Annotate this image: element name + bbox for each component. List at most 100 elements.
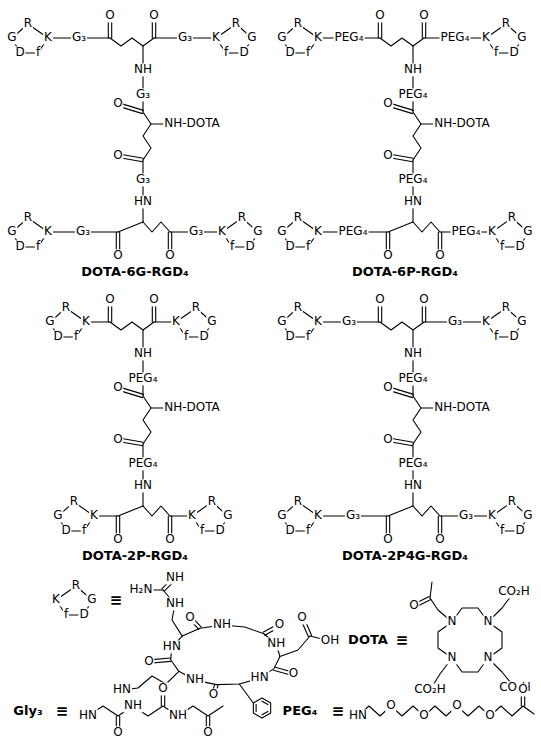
residue-letter: K: [43, 225, 53, 238]
linker-label: G₃: [345, 509, 361, 522]
residue-letter: G: [86, 593, 97, 606]
residue-letter: R: [23, 17, 33, 30]
residue-letter: K: [89, 509, 99, 522]
atom-label: O: [296, 611, 307, 624]
residue-letter: R: [231, 17, 241, 30]
linker-label: G₃: [177, 31, 193, 44]
residue-letter: G: [276, 509, 287, 522]
atom-label: NH: [266, 638, 286, 651]
atom-label: O: [434, 533, 445, 546]
residue-letter: K: [81, 315, 91, 328]
residue-letter: D: [238, 46, 249, 59]
atom-label: HN: [250, 672, 270, 685]
residue-letter: R: [23, 211, 33, 224]
residue-letter: f: [73, 330, 79, 343]
atom-label: O: [484, 709, 495, 722]
structure-title: DOTA-2P4G-RGD₄: [341, 549, 469, 563]
residue-letter: f: [223, 46, 229, 59]
atom-label: O: [143, 655, 154, 668]
atom-label: O: [164, 249, 175, 262]
atom-label: OH: [320, 634, 340, 647]
atom-label: NH-DOTA: [433, 117, 491, 130]
atom-label: O: [208, 688, 219, 701]
residue-letter: f: [35, 46, 41, 59]
bond-line: [413, 396, 421, 444]
bond-line: [142, 160, 143, 222]
bond-line: [143, 506, 170, 516]
residue-letter: G: [522, 509, 533, 522]
residue-letter: K: [313, 225, 323, 238]
residue-letter: K: [217, 225, 227, 238]
atom-label: O: [408, 599, 419, 612]
bond-line: [88, 706, 223, 716]
equivalence-sign: ≡: [395, 632, 410, 649]
atom-label: O: [274, 619, 285, 632]
atom-label: O: [184, 611, 195, 624]
residue-letter: G: [252, 225, 263, 238]
linker-label: G₃: [75, 225, 91, 238]
residue-letter: K: [313, 509, 323, 522]
residue-letter: G: [6, 225, 17, 238]
residue-letter: f: [305, 46, 311, 59]
bond-line: [143, 112, 151, 160]
residue-letter: f: [81, 524, 87, 537]
atom-label: O: [418, 9, 429, 22]
bond-line: [143, 396, 151, 444]
bond-line: [110, 322, 154, 330]
residue-letter: D: [284, 524, 295, 537]
atom-label: O: [382, 433, 393, 446]
residue-letter: G: [522, 225, 533, 238]
linker-label: PEG₄: [334, 31, 365, 44]
legend-name: Gly₃: [12, 704, 43, 718]
atom-label: O: [418, 293, 429, 306]
atom-label: NH: [403, 63, 423, 76]
bond-line: [256, 705, 257, 712]
residue-letter: f: [183, 330, 189, 343]
linker-label: PEG₄: [398, 88, 429, 101]
linker-label: PEG₄: [398, 173, 429, 186]
residue-letter: R: [207, 495, 217, 508]
atom-label: O: [382, 381, 393, 394]
atom-label: O: [112, 249, 123, 262]
residue-letter: G: [276, 31, 287, 44]
residue-letter: D: [14, 46, 25, 59]
residue-letter: f: [63, 608, 69, 621]
bond-line: [239, 684, 253, 703]
residue-letter: D: [60, 524, 71, 537]
residue-letter: R: [69, 495, 79, 508]
residue-letter: K: [51, 593, 61, 606]
bond-line: [262, 701, 268, 704]
bond-line: [380, 322, 424, 330]
atom-label: O: [382, 97, 393, 110]
atom-label: N: [483, 651, 494, 664]
linker-label: G₃: [71, 31, 87, 44]
bond-line: [143, 222, 170, 232]
residue-letter: G: [206, 315, 217, 328]
atom-label: O: [288, 667, 299, 680]
atom-label: NH: [123, 699, 143, 712]
legend-name: PEG₄: [282, 704, 319, 718]
residue-letter: R: [507, 211, 517, 224]
residue-letter: R: [293, 495, 303, 508]
bond-line: [413, 112, 421, 160]
bond-line: [412, 160, 413, 222]
atom-label: NH: [165, 571, 185, 584]
atom-label: O: [112, 149, 123, 162]
residue-letter: K: [171, 315, 181, 328]
linker-label: G₃: [188, 225, 204, 238]
atom-label: O: [104, 9, 115, 22]
atom-label: O: [374, 293, 385, 306]
atom-label: NH: [133, 347, 153, 360]
atom-label: O: [418, 709, 429, 722]
residue-letter: D: [284, 330, 295, 343]
residue-letter: K: [487, 509, 497, 522]
residue-letter: K: [211, 31, 221, 44]
bond-line: [118, 506, 143, 516]
bond-line: [388, 506, 413, 516]
residue-letter: G: [6, 31, 17, 44]
residue-letter: D: [52, 330, 63, 343]
atom-label: N: [483, 615, 494, 628]
bond-line: [413, 222, 440, 232]
bond-line: [413, 506, 440, 516]
